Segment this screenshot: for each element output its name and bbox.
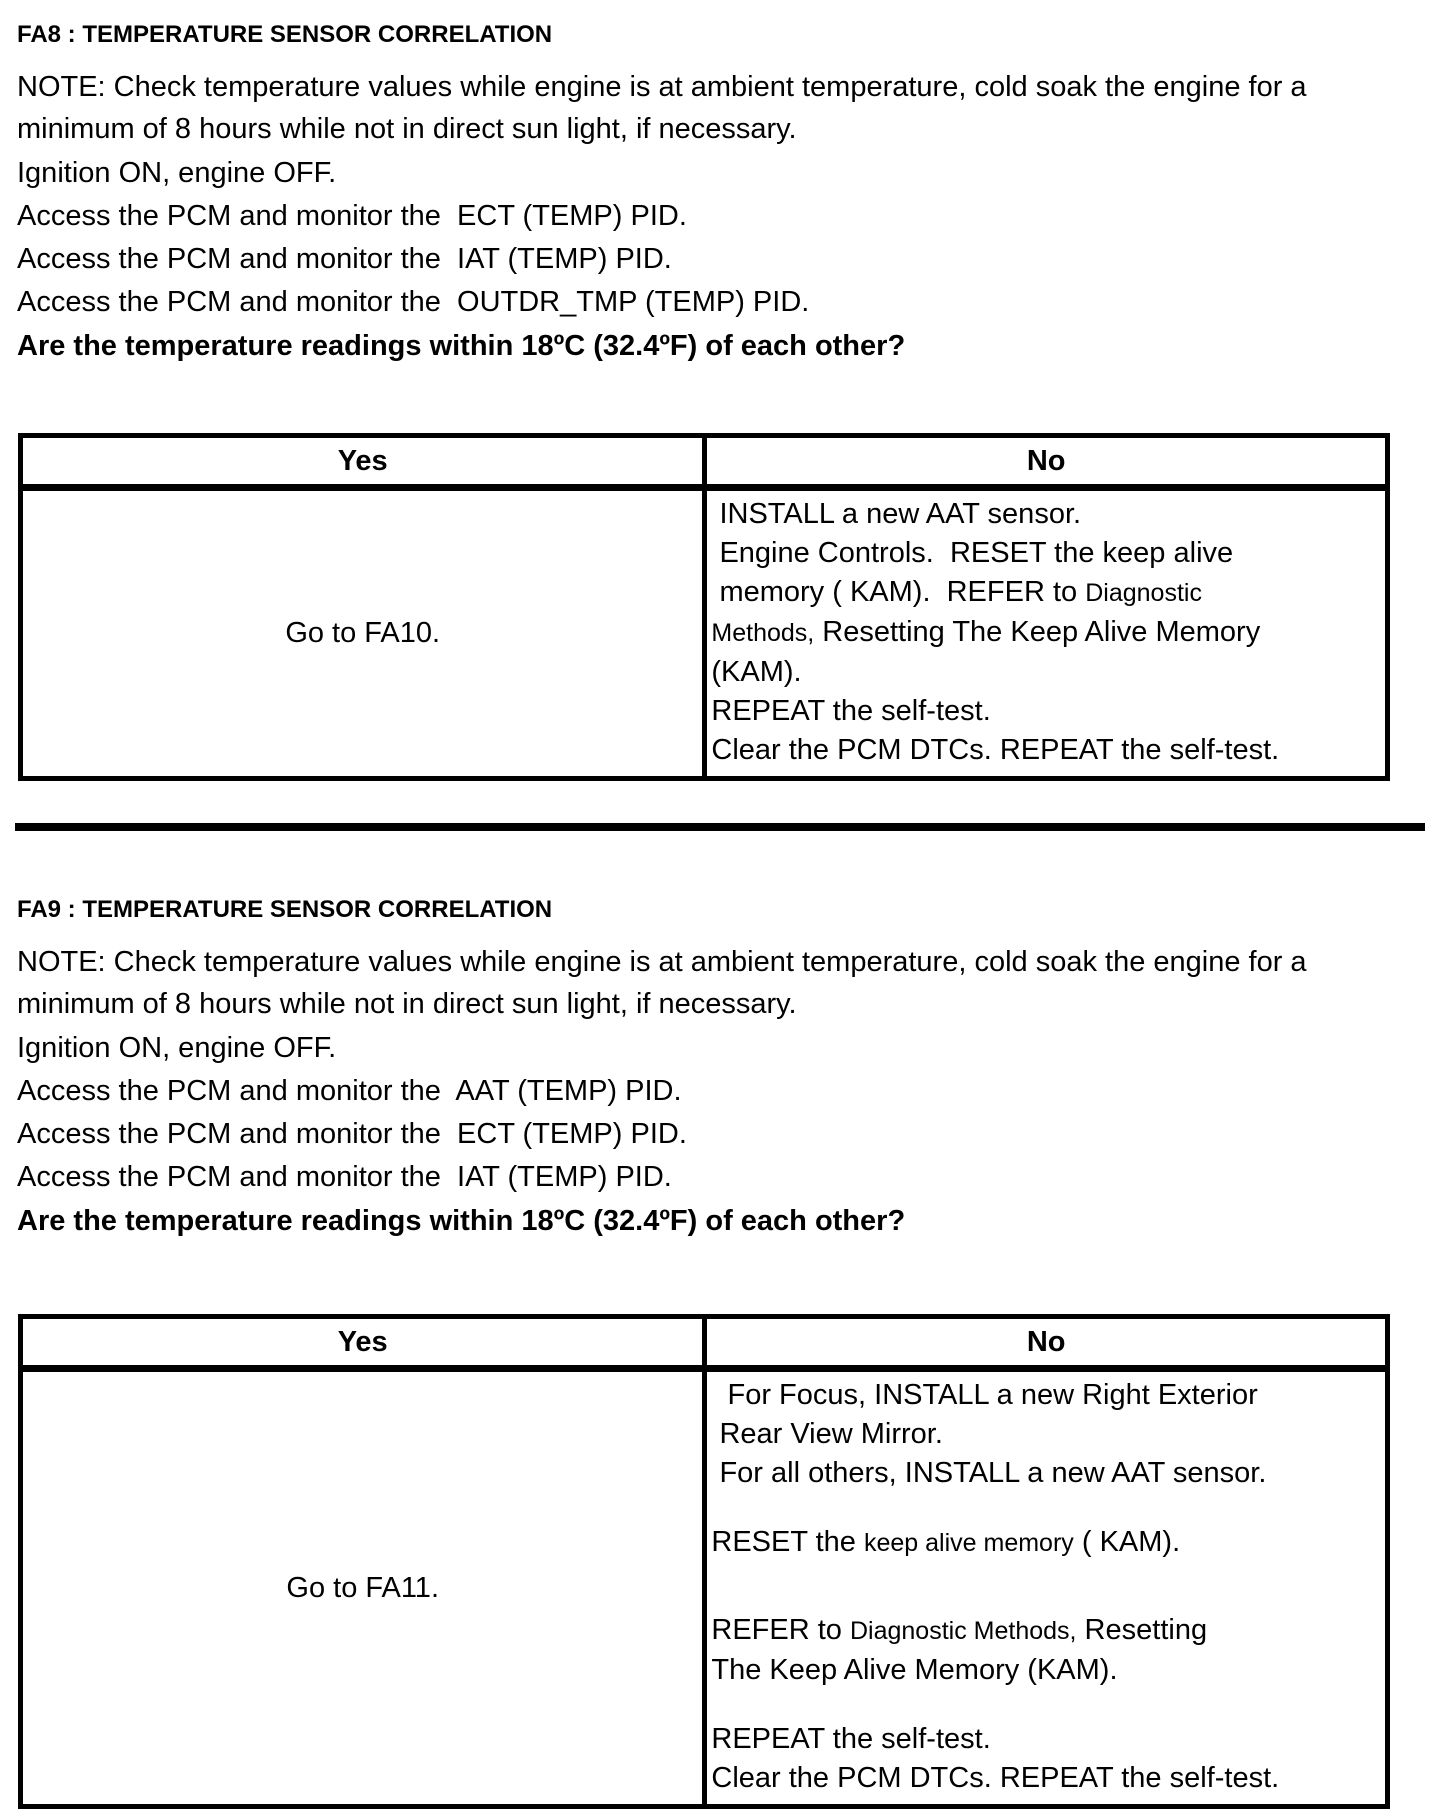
table-header-row: Yes No xyxy=(17,433,1390,491)
cell-text-segment: Diagnostic xyxy=(1085,579,1202,607)
step-line: Ignition ON, engine OFF. xyxy=(17,1032,337,1064)
cell-text-segment: Clear the PCM DTCs. REPEAT the self-test… xyxy=(711,1762,1280,1794)
decision-table-fa8: Yes No Go to FA10. INSTALL a new AAT sen… xyxy=(17,433,1390,781)
cell-line: REFER to Diagnostic Methods, Resetting xyxy=(711,1611,1383,1651)
yes-header-cell: Yes xyxy=(17,1314,708,1372)
cell-line: Clear the PCM DTCs. REPEAT the self-test… xyxy=(711,731,1383,770)
table-header-row: Yes No xyxy=(17,1314,1390,1372)
question-text: Are the temperature readings within 18ºC… xyxy=(17,1205,906,1237)
yes-action-text: Go to FA11. xyxy=(286,1571,439,1604)
yes-action-text: Go to FA10. xyxy=(285,617,441,649)
yes-header-cell: Yes xyxy=(17,433,708,491)
cell-line: INSTALL a new AAT sensor. xyxy=(711,495,1383,534)
cell-line: The Keep Alive Memory (KAM). xyxy=(711,1651,1383,1690)
cell-line: Engine Controls. RESET the keep alive xyxy=(711,534,1383,573)
table-body-row: Go to FA11. For Focus, INSTALL a new Rig… xyxy=(17,1366,1390,1809)
step-line: Ignition ON, engine OFF. xyxy=(17,157,337,189)
cell-line: REPEAT the self-test. xyxy=(711,692,1383,731)
cell-text-segment: Rear View Mirror. xyxy=(711,1418,943,1450)
note-text: NOTE: Check temperature values while eng… xyxy=(17,946,1315,1020)
cell-text-segment: REPEAT the self-test. xyxy=(711,695,991,727)
cell-text-segment: Resetting The Keep Alive Memory xyxy=(814,616,1261,648)
section-fa8-heading: FA8 : TEMPERATURE SENSOR CORRELATION xyxy=(17,21,553,48)
cell-line: Rear View Mirror. xyxy=(711,1415,1383,1454)
cell-text-segment: memory ( KAM). REFER to xyxy=(711,576,1086,608)
decision-table-fa9: Yes No Go to FA11. For Focus, INSTALL a … xyxy=(17,1314,1390,1809)
cell-text-segment: (KAM). xyxy=(711,656,802,688)
cell-text-segment: Resetting xyxy=(1076,1614,1208,1646)
cell-line: Methods, Resetting The Keep Alive Memory xyxy=(711,613,1383,653)
step-line: Access the PCM and monitor the IAT (TEMP… xyxy=(17,1161,672,1193)
section-fa9: FA9 : TEMPERATURE SENSOR CORRELATION NOT… xyxy=(15,895,1425,1809)
cell-text-segment: keep alive memory xyxy=(863,1529,1074,1557)
cell-line: Clear the PCM DTCs. REPEAT the self-test… xyxy=(711,1759,1383,1798)
step-line: Access the PCM and monitor the ECT (TEMP… xyxy=(17,200,687,232)
cell-line: For all others, INSTALL a new AAT sensor… xyxy=(711,1454,1383,1493)
cell-line: RESET the keep alive memory ( KAM). xyxy=(711,1523,1383,1563)
cell-text-segment: REPEAT the self-test. xyxy=(711,1723,991,1755)
cell-text-segment: For all others, INSTALL a new AAT sensor… xyxy=(711,1457,1267,1489)
cell-line: For Focus, INSTALL a new Right Exterior xyxy=(711,1376,1383,1415)
cell-text-segment: ( KAM). xyxy=(1073,1526,1181,1558)
yes-action-cell: Go to FA11. xyxy=(17,1366,708,1809)
step-line: Access the PCM and monitor the ECT (TEMP… xyxy=(17,1118,687,1150)
step-line: Access the PCM and monitor the OUTDR_TMP… xyxy=(17,286,810,318)
cell-text-segment: For Focus, INSTALL a new Right Exterior xyxy=(711,1379,1258,1411)
no-action-cell: INSTALL a new AAT sensor. Engine Control… xyxy=(702,485,1390,781)
question-text: Are the temperature readings within 18ºC… xyxy=(17,330,906,362)
no-header-cell: No xyxy=(702,433,1390,491)
cell-text-segment: REFER to xyxy=(711,1614,850,1646)
cell-line: REPEAT the self-test. xyxy=(711,1720,1383,1759)
step-line: Access the PCM and monitor the AAT (TEMP… xyxy=(17,1075,682,1107)
section-fa8: FA8 : TEMPERATURE SENSOR CORRELATION NOT… xyxy=(15,20,1425,781)
cell-text-segment: Methods, xyxy=(711,619,815,647)
cell-text-segment: The Keep Alive Memory (KAM). xyxy=(711,1654,1118,1686)
cell-text-segment: Clear the PCM DTCs. REPEAT the self-test… xyxy=(711,734,1280,766)
table-body-row: Go to FA10. INSTALL a new AAT sensor. En… xyxy=(17,485,1390,781)
cell-line: memory ( KAM). REFER to Diagnostic xyxy=(711,573,1383,613)
no-header-cell: No xyxy=(702,1314,1390,1372)
cell-text-segment: Engine Controls. RESET the keep alive xyxy=(711,537,1234,569)
cell-text-segment: INSTALL a new AAT sensor. xyxy=(711,498,1082,530)
yes-action-cell: Go to FA10. xyxy=(17,485,708,781)
cell-text-segment: RESET the xyxy=(711,1526,864,1558)
note-text: NOTE: Check temperature values while eng… xyxy=(17,71,1315,145)
section-divider xyxy=(15,823,1425,831)
section-fa9-heading: FA9 : TEMPERATURE SENSOR CORRELATION xyxy=(17,896,553,923)
cell-line: (KAM). xyxy=(711,653,1383,692)
no-action-cell: For Focus, INSTALL a new Right Exterior … xyxy=(702,1366,1390,1809)
cell-text-segment: Diagnostic Methods, xyxy=(849,1617,1077,1645)
step-line: Access the PCM and monitor the IAT (TEMP… xyxy=(17,243,672,275)
